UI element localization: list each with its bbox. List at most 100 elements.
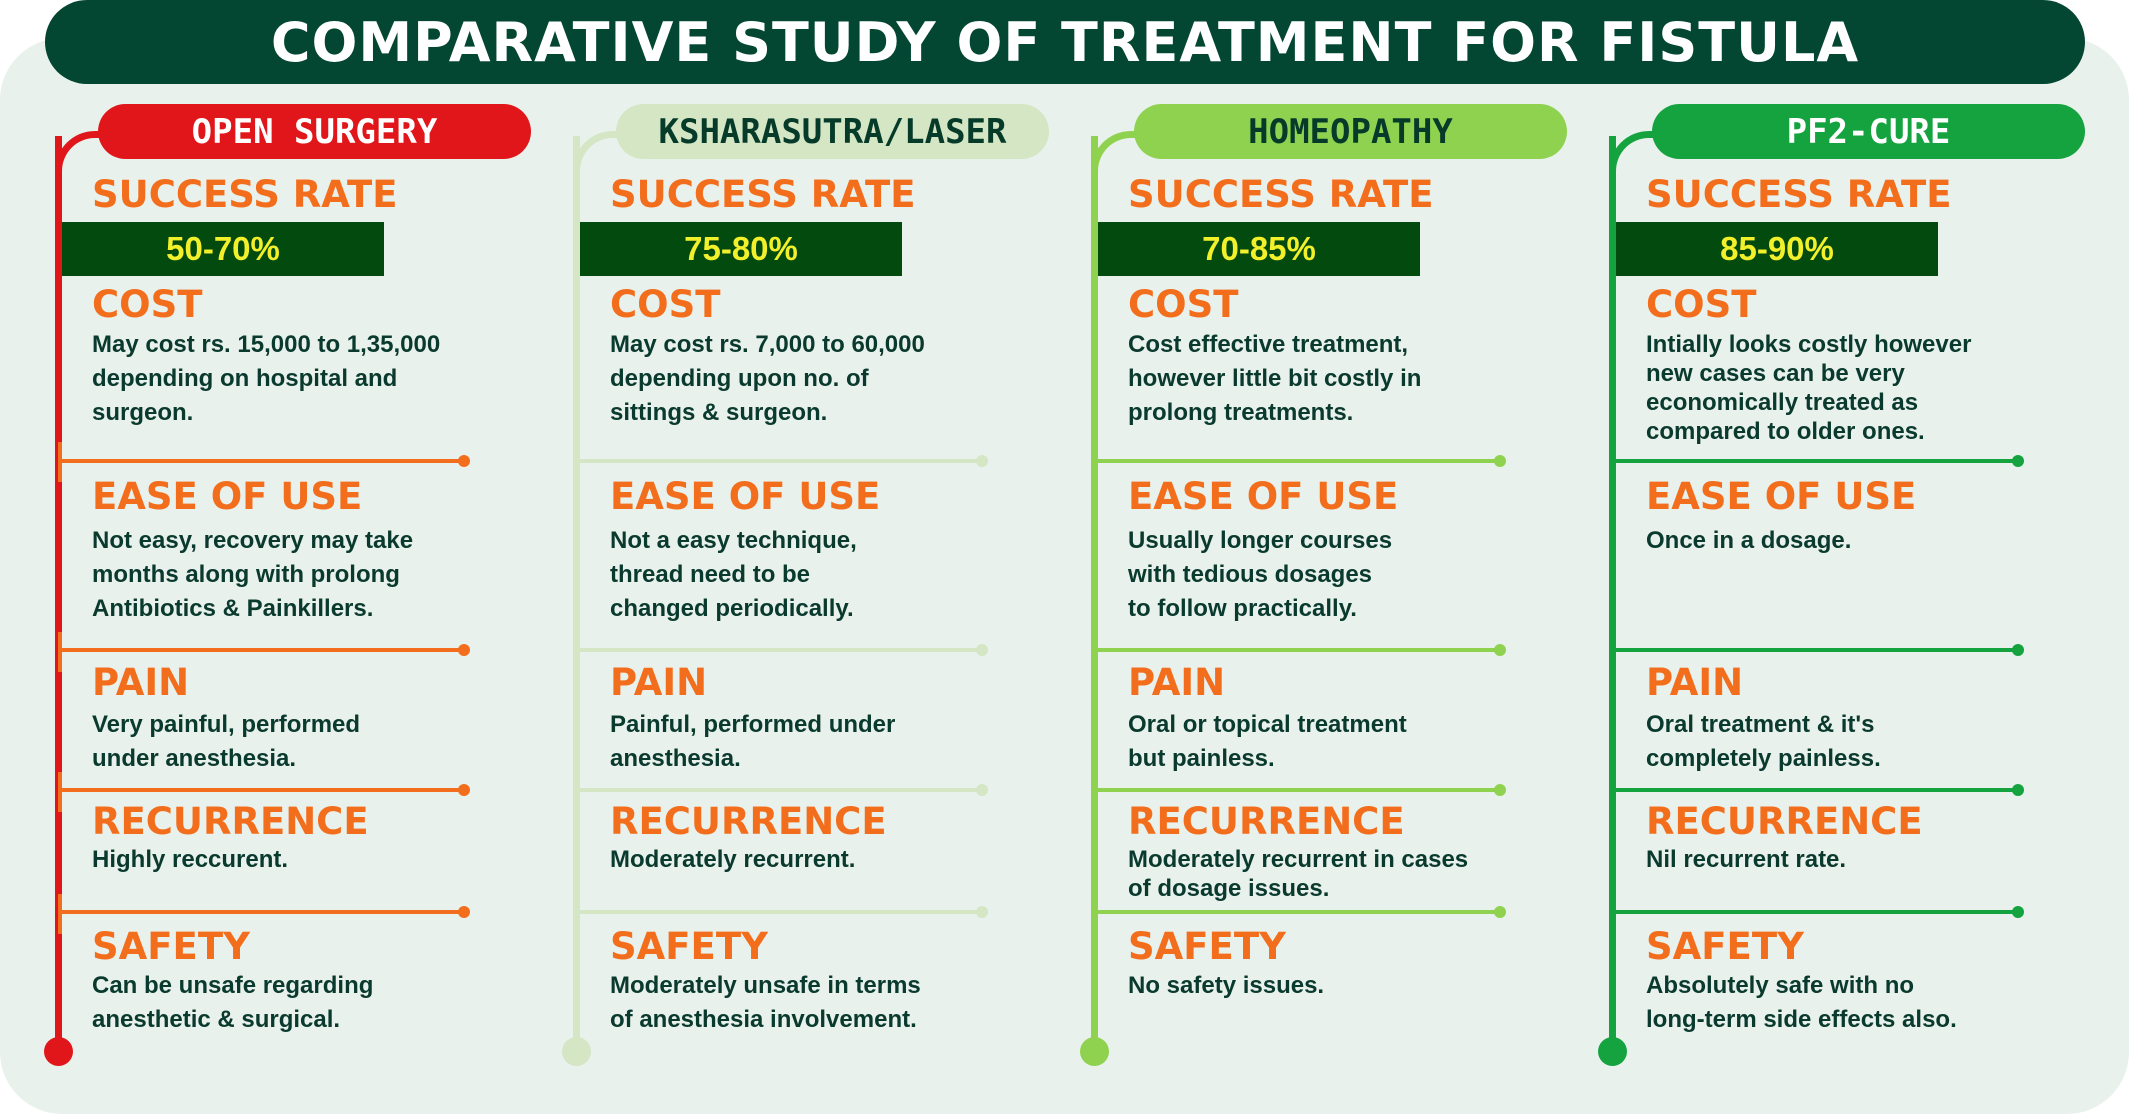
row-divider-tick <box>58 772 62 812</box>
row-divider <box>62 644 470 656</box>
recurrence-description: Highly reccurent. <box>92 846 289 873</box>
row-divider-tick <box>1612 442 1616 482</box>
row-divider <box>1616 644 2024 656</box>
cost-description: Intially looks costly however new cases … <box>1646 331 1972 445</box>
row-divider <box>62 906 470 918</box>
row-divider <box>580 455 988 467</box>
row-divider <box>580 906 988 918</box>
recurrence-label: RECURRENCE <box>1646 800 1923 843</box>
recurrence-description: Nil recurrent rate. <box>1646 846 1847 873</box>
timeline-end-dot <box>1598 1037 1627 1066</box>
success-rate-box: 50-70% <box>62 222 384 276</box>
treatment-name: KSHARASUTRA/LASER <box>658 111 1007 152</box>
treatment-header-pill: HOMEOPATHY <box>1134 104 1567 159</box>
row-divider-tick <box>58 632 62 672</box>
success-rate-label: SUCCESS RATE <box>1128 173 1434 216</box>
row-divider <box>1616 784 2024 796</box>
cost-description: Cost effective treatment, however little… <box>1128 331 1422 426</box>
safety-label: SAFETY <box>1128 925 1286 968</box>
row-divider-tick <box>576 632 580 672</box>
cost-description: May cost rs. 15,000 to 1,35,000 dependin… <box>92 331 441 426</box>
background-panel <box>0 38 2129 1114</box>
success-rate-box: 70-85% <box>1098 222 1420 276</box>
pain-label: PAIN <box>610 661 708 704</box>
treatment-name: HOMEOPATHY <box>1248 111 1453 152</box>
success-rate-value: 85-90% <box>1720 230 1834 267</box>
timeline-end-dot <box>562 1037 591 1066</box>
row-divider-tick <box>576 442 580 482</box>
ease-of-use-label: EASE OF USE <box>1646 475 1917 518</box>
safety-label: SAFETY <box>610 925 768 968</box>
safety-description: Absolutely safe with no long-term side e… <box>1646 972 1957 1033</box>
success-rate-value: 70-85% <box>1202 230 1316 267</box>
recurrence-label: RECURRENCE <box>1128 800 1405 843</box>
pain-description: Painful, performed under anesthesia. <box>610 711 896 772</box>
timeline-end-dot <box>1080 1037 1109 1066</box>
recurrence-description: Moderately recurrent in cases of dosage … <box>1128 846 1469 902</box>
row-divider-tick <box>58 894 62 934</box>
safety-description: No safety issues. <box>1128 972 1325 999</box>
row-divider-tick <box>1612 632 1616 672</box>
ease-of-use-label: EASE OF USE <box>610 475 881 518</box>
recurrence-description: Moderately recurrent. <box>610 846 856 873</box>
timeline-end-dot <box>44 1037 73 1066</box>
row-divider <box>62 784 470 796</box>
recurrence-label: RECURRENCE <box>92 800 369 843</box>
timeline-line <box>573 136 580 1046</box>
row-divider <box>1098 784 1506 796</box>
row-divider-tick <box>1612 894 1616 934</box>
row-divider-tick <box>1094 632 1098 672</box>
row-divider-tick <box>576 894 580 934</box>
success-rate-value: 75-80% <box>684 230 798 267</box>
column-homeopathy: HOMEOPATHY SUCCESS RATE 70-85% COST Cost… <box>1036 0 1567 1114</box>
success-rate-box: 75-80% <box>580 222 902 276</box>
cost-label: COST <box>610 283 721 326</box>
pain-description: Oral treatment & it's completely painles… <box>1646 711 1881 772</box>
cost-description: May cost rs. 7,000 to 60,000 depending u… <box>610 331 925 426</box>
treatment-name: OPEN SURGERY <box>191 111 438 152</box>
success-rate-box: 85-90% <box>1616 222 1938 276</box>
row-divider <box>1098 644 1506 656</box>
treatment-header-pill: OPEN SURGERY <box>98 104 531 159</box>
row-divider <box>1098 455 1506 467</box>
treatment-header-pill: KSHARASUTRA/LASER <box>616 104 1049 159</box>
treatment-header-pill: PF2-CURE <box>1652 104 2085 159</box>
success-rate-label: SUCCESS RATE <box>610 173 916 216</box>
row-divider <box>1616 455 2024 467</box>
row-divider <box>580 644 988 656</box>
safety-label: SAFETY <box>1646 925 1804 968</box>
row-divider <box>62 455 470 467</box>
row-divider-tick <box>1094 894 1098 934</box>
row-divider-tick <box>576 772 580 812</box>
column-pf2-cure: PF2-CURE SUCCESS RATE 85-90% COST Intial… <box>1554 0 2085 1114</box>
pain-label: PAIN <box>1646 661 1744 704</box>
ease-of-use-description: Not easy, recovery may take months along… <box>92 527 414 622</box>
timeline-line <box>55 136 62 1046</box>
row-divider <box>1098 906 1506 918</box>
cost-label: COST <box>1646 283 1757 326</box>
success-rate-value: 50-70% <box>166 230 280 267</box>
ease-of-use-description: Not a easy technique, thread need to be … <box>610 527 857 622</box>
recurrence-label: RECURRENCE <box>610 800 887 843</box>
page-title: COMPARATIVE STUDY OF TREATMENT FOR FISTU… <box>270 10 1860 74</box>
row-divider <box>580 784 988 796</box>
safety-label: SAFETY <box>92 925 250 968</box>
row-divider-tick <box>58 442 62 482</box>
column-ksharasutra-laser: KSHARASUTRA/LASER SUCCESS RATE 75-80% CO… <box>518 0 1049 1114</box>
timeline-line <box>1609 136 1616 1046</box>
success-rate-label: SUCCESS RATE <box>1646 173 1952 216</box>
pain-label: PAIN <box>1128 661 1226 704</box>
row-divider-tick <box>1094 772 1098 812</box>
column-open-surgery: OPEN SURGERY SUCCESS RATE 50-70% COST Ma… <box>0 0 531 1114</box>
cost-label: COST <box>92 283 203 326</box>
cost-label: COST <box>1128 283 1239 326</box>
row-divider-tick <box>1094 442 1098 482</box>
timeline-line <box>1091 136 1098 1046</box>
ease-of-use-label: EASE OF USE <box>1128 475 1399 518</box>
title-banner: COMPARATIVE STUDY OF TREATMENT FOR FISTU… <box>45 0 2085 84</box>
pain-description: Very painful, performed under anesthesia… <box>92 711 361 772</box>
row-divider <box>1616 906 2024 918</box>
safety-description: Moderately unsafe in terms of anesthesia… <box>610 972 921 1033</box>
safety-description: Can be unsafe regarding anesthetic & sur… <box>92 972 374 1033</box>
ease-of-use-description: Once in a dosage. <box>1646 527 1852 554</box>
